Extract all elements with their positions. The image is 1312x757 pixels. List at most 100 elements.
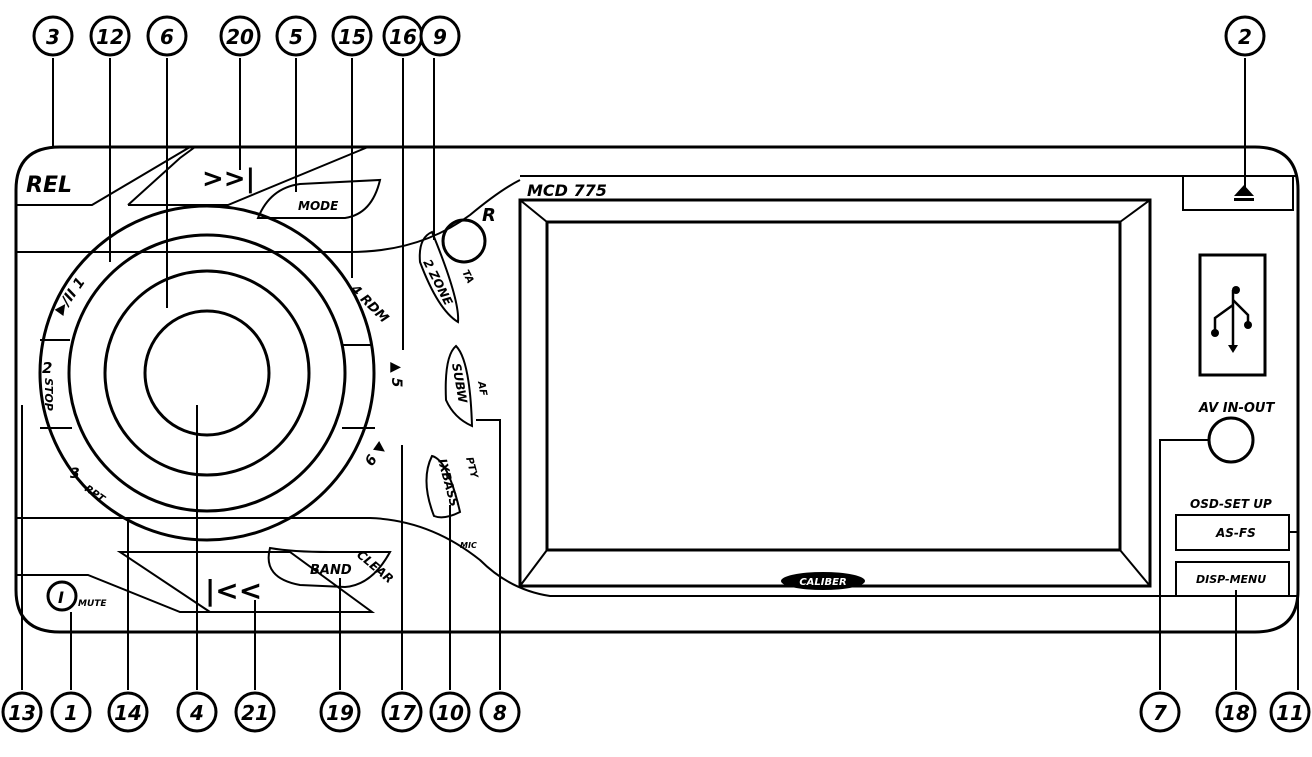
bezel-corner [1119,199,1151,223]
rel-button[interactable] [16,146,191,206]
callout-top-5: 5 [275,15,317,57]
svg-text:10: 10 [436,701,464,725]
ta-label: TA [459,268,475,285]
svg-text:8: 8 [493,701,507,725]
usb-icon-dot [1211,329,1219,337]
model-label: MCD 775 [527,181,607,200]
callout-bottom-8: 8 [479,691,521,733]
svg-text:19: 19 [326,701,354,725]
band-label: BAND [310,563,352,578]
callout-bottom-10: 10 [429,691,471,733]
next-button[interactable] [127,146,369,206]
power-mute-button[interactable] [46,580,78,612]
mic-label: MIC [460,541,477,550]
knob-ring-2 [67,233,347,513]
callout-top-3: 3 [32,15,74,57]
band-button[interactable] [267,546,392,589]
disp-menu-label: DISP-MENU [1196,573,1266,586]
callout-bottom-19: 19 [319,691,361,733]
usb-icon [1213,290,1250,345]
top-strip-line [16,179,521,253]
ixbass-button[interactable] [425,454,462,519]
mute-label: MUTE [78,599,107,609]
callout-top-15: 15 [331,15,373,57]
svg-text:4: 4 [189,701,204,725]
usb-icon-dot [1244,321,1252,329]
subw-button[interactable] [444,344,474,428]
eject-icon-bar [1234,198,1254,201]
osd-set-up-label: OSD-SET UP [1190,497,1272,511]
usb-port[interactable] [1198,253,1267,377]
panel-outline [14,145,1300,634]
callout-bottom-17: 17 [381,691,423,733]
svg-text:16: 16 [389,25,417,49]
leader-lines [18,58,1299,690]
svg-text:3: 3 [46,25,60,49]
outer-knob-ring [38,204,376,542]
subw-label: SUBW [449,362,470,405]
mode-label: MODE [298,199,339,213]
svg-text:12: 12 [96,25,124,49]
svg-text:2: 2 [1238,25,1252,49]
svg-text:11: 11 [1276,701,1304,725]
stop-num-label: 2 [42,359,52,377]
prev-button[interactable] [16,551,376,613]
callout-top-6: 6 [146,15,188,57]
callout-bottom-21: 21 [234,691,276,733]
callout-bottom-11: 11 [1269,691,1311,733]
callout-bottom-1: 1 [50,691,92,733]
svg-text:9: 9 [433,25,447,49]
bottom-strip-line [16,517,1298,597]
bezel-corner [1119,549,1151,587]
r-label: R [482,205,496,226]
disp-menu-button[interactable] [1175,561,1290,597]
svg-text:14: 14 [114,701,142,725]
svg-text:6: 6 [160,25,174,49]
ir-sensor [441,218,487,264]
callout-top-9: 9 [419,15,461,57]
av-in-out-jack[interactable] [1207,416,1255,464]
five-label: ▲ 5 [388,362,404,388]
usb-icon-arrow [1228,345,1238,353]
two-zone-button[interactable] [418,230,460,324]
mode-button[interactable] [256,178,382,219]
svg-text:21: 21 [241,701,269,725]
callout-top-2: 2 [1224,15,1266,57]
prev-label: |<< [205,574,262,607]
svg-text:1: 1 [64,701,78,725]
next-label: >>| [202,164,255,194]
svg-text:15: 15 [338,25,366,49]
display-bezel [518,198,1152,588]
knob-ring-3 [103,269,311,477]
power-label: I [58,588,64,607]
ixbass-label: IXBASS [435,457,461,508]
callout-bottom-13: 13 [1,691,43,733]
svg-text:17: 17 [388,701,416,725]
callout-top-20: 20 [219,15,261,57]
callout-bottom-18: 18 [1215,691,1257,733]
svg-text:13: 13 [8,701,36,725]
pty-label: PTY [463,456,480,481]
svg-text:7: 7 [1153,701,1167,725]
rpt-num-label: 3 [70,466,80,482]
eject-button[interactable] [1182,175,1294,211]
brand-logo [781,572,865,590]
callout-bottom-14: 14 [107,691,149,733]
bezel-corner [519,549,548,587]
callout-top-12: 12 [89,15,131,57]
callout-bottom-4: 4 [176,691,218,733]
as-fs-label: AS-FS [1215,526,1256,540]
volume-knob[interactable] [143,309,271,437]
six-label: 6 ▼ [362,439,390,469]
usb-icon-dot [1232,286,1240,294]
display-screen [545,220,1122,552]
af-label: AF [475,380,489,397]
brand-logo-text: CALIBER [799,577,846,588]
svg-text:5: 5 [289,25,303,49]
rdm-label: 4 RDM [346,282,391,327]
callout-top-16: 16 [382,15,424,57]
stop-label: STOP [42,378,55,411]
svg-text:18: 18 [1222,701,1250,725]
bezel-corner [519,199,548,223]
